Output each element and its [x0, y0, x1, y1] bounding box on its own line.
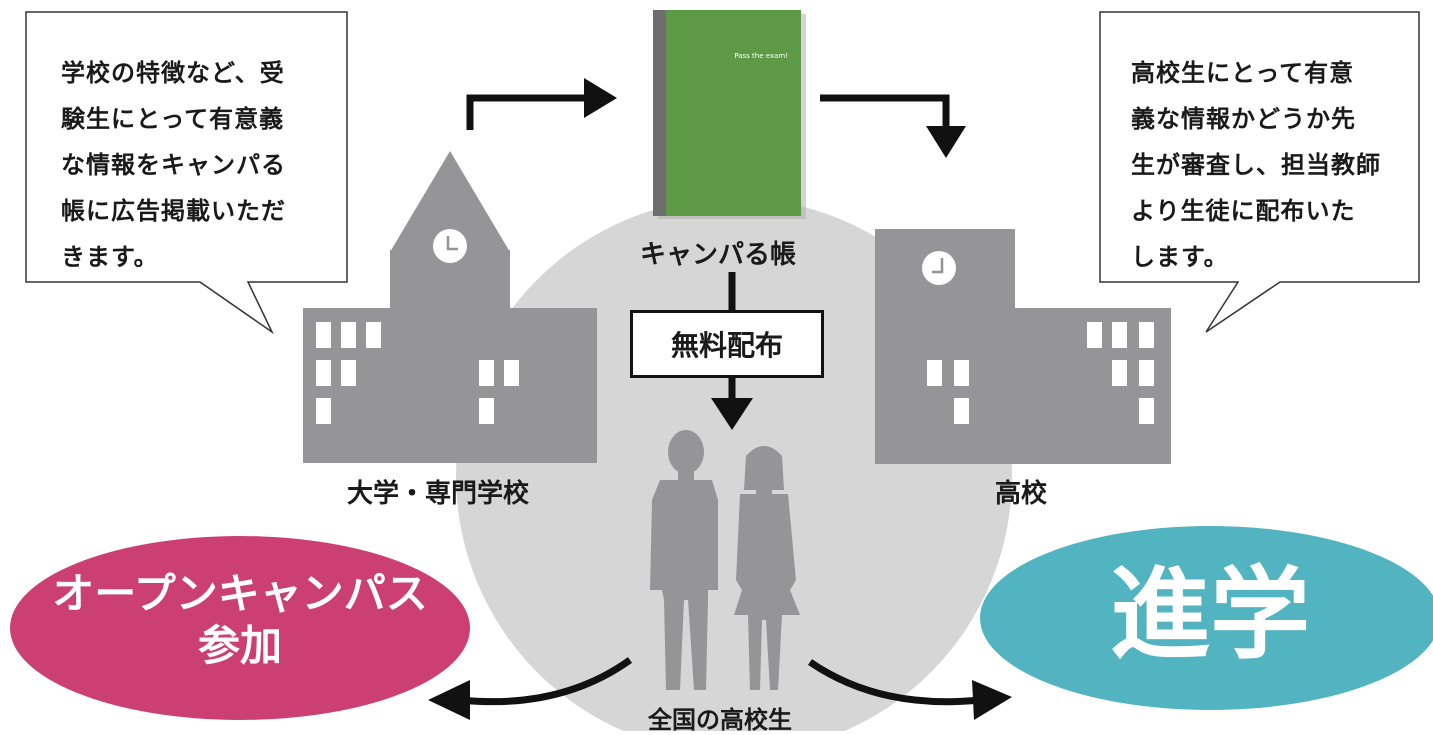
students-label: 全国の高校生 — [648, 706, 792, 734]
participation-line: 参加 — [197, 621, 282, 670]
book-label: キャンパる帳 — [640, 240, 797, 270]
callout-right-line: 高校生にとって有意 — [1131, 59, 1355, 87]
highschool-label: 高校 — [995, 479, 1048, 509]
arrow-univ-to-book — [466, 78, 617, 130]
oval-left-shape — [10, 536, 470, 720]
oval-right-text: 進学 — [1110, 556, 1310, 673]
clock-icon — [433, 229, 467, 263]
book-icon: Pass the exam! — [653, 10, 806, 219]
arrow-students-to-opencampus — [428, 657, 633, 720]
callout-right-shape — [1099, 11, 1420, 333]
callout-right-line: します。 — [1131, 243, 1229, 271]
callout-left-text: 学校の特徴など、受 験生にとって有意義 な情報をキャンパる 帳に広告掲載いただ … — [61, 50, 286, 280]
university-label: 大学・専門学校 — [347, 479, 530, 509]
callout-left-line: きます。 — [61, 243, 159, 271]
book-cover-text: Pass the exam! — [734, 52, 788, 60]
students-silhouette — [650, 430, 800, 690]
oval-left-text: オープンキャンパス 参加 — [20, 568, 460, 672]
highschool-building — [875, 229, 1171, 464]
callout-right-line: 生が審査し、担当教師 — [1131, 151, 1381, 179]
clock-icon — [922, 251, 956, 285]
arrow-book-to-highschool — [820, 94, 966, 158]
university-building — [303, 151, 597, 463]
callout-right-text: 高校生にとって有意 義な情報かどうか先 生が審査し、担当教師 より生徒に配布いた… — [1131, 50, 1381, 280]
callout-left-shape — [25, 11, 348, 335]
callout-left-line: な情報をキャンパる — [61, 151, 286, 179]
distribution-label: 無料配布 — [630, 310, 824, 378]
callout-left-line: 学校の特徴など、受 — [61, 59, 285, 87]
oval-right-shape — [980, 526, 1433, 710]
callout-left-line: 帳に広告掲載いただ — [61, 197, 286, 225]
callout-right-line: 義な情報かどうか先 — [1131, 105, 1356, 133]
callout-left-line: 験生にとって有意義 — [61, 105, 285, 133]
callout-right-line: より生徒に配布いた — [1131, 197, 1356, 225]
arrow-students-to-shingaku — [808, 659, 1012, 720]
opencampus-line: オープンキャンパス — [52, 569, 428, 618]
arrow-book-to-students — [711, 272, 753, 430]
